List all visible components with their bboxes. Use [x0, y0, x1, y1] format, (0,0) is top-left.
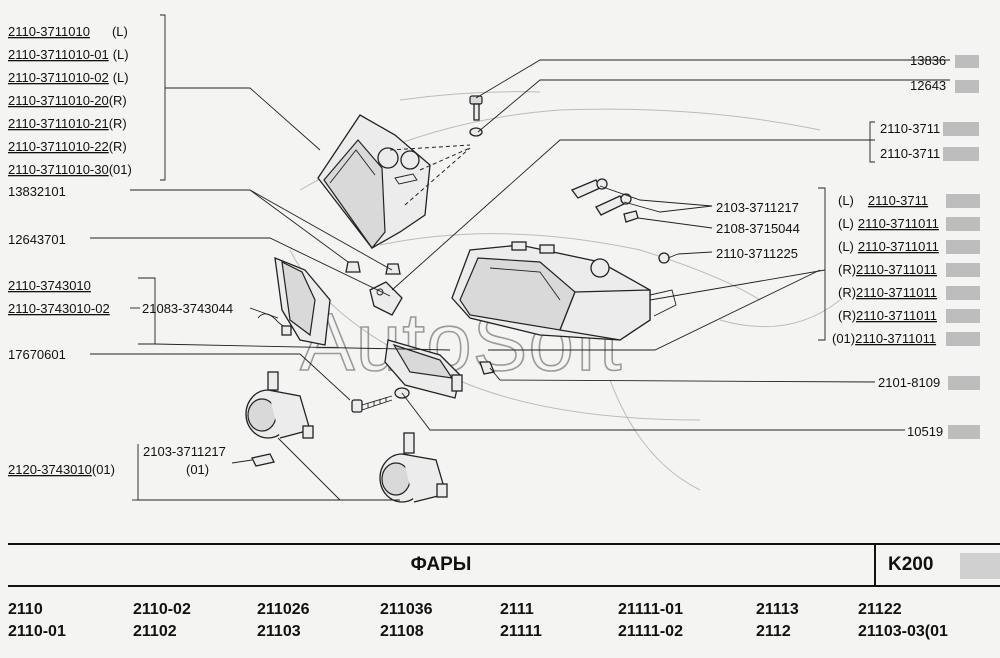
callout-right-5: (R)2110-3711011 — [838, 285, 937, 300]
label-2103-3711217-lower: 2103-3711217 — [143, 444, 226, 459]
bolt-top-drawing — [469, 95, 483, 137]
callout-right-4: (R)2110-3711011 — [838, 262, 937, 277]
model-code: 21111-01 — [618, 601, 683, 618]
leader-lines — [90, 14, 950, 501]
model-code: 2110-01 — [8, 623, 66, 640]
page-title: ФАРЫ — [410, 554, 472, 575]
label-13832101: 13832101 — [8, 184, 66, 199]
label-2110-3743010-02: 2110-3743010-02 — [8, 301, 110, 316]
model-code: 21122 — [858, 601, 902, 618]
bulbs-drawing — [570, 178, 679, 264]
headlamp-left-drawing — [317, 114, 471, 249]
model-code: 21111 — [500, 623, 542, 640]
callout-left-2: 2110-3711010-01(L) — [8, 47, 129, 62]
model-col-2: 2110-02 21102 — [133, 599, 191, 643]
round-foglamps-drawing — [245, 371, 448, 503]
callout-left-6: 2110-3711010-22(R) — [8, 139, 127, 154]
label-12643701: 12643701 — [8, 232, 66, 247]
label-right-pair-2: 2110-3711 — [880, 146, 940, 161]
model-code: 21103 — [257, 623, 301, 640]
model-code: 2112 — [756, 623, 791, 640]
page-code-mask — [960, 553, 1000, 579]
model-col-7: 21113 2112 — [756, 599, 799, 643]
label-right-pair-1: 2110-3711 — [880, 121, 940, 136]
model-col-3: 211026 21103 — [257, 599, 310, 643]
label-17670601: 17670601 — [8, 347, 66, 362]
model-code: 21102 — [133, 623, 177, 640]
title-bar: ФАРЫ K200 — [8, 543, 1000, 587]
model-code: 21111-02 — [618, 623, 683, 640]
title-separator — [874, 545, 876, 585]
model-col-8: 21122 21103-03(01 — [858, 599, 948, 643]
label-2110-3711225: 2110-3711225 — [716, 246, 798, 261]
label-right-2101-8109: 2101-8109 — [878, 375, 940, 390]
page-code: K200 — [888, 554, 934, 575]
model-code: 21108 — [380, 623, 424, 640]
label-2103-3711217: 2103-3711217 — [716, 200, 799, 215]
model-col-4: 211036 21108 — [380, 599, 433, 643]
model-code: 2111 — [500, 601, 534, 618]
callout-right-2: (L)2110-3711011 — [838, 216, 939, 231]
label-2110-3743010: 2110-3743010 — [8, 278, 91, 293]
model-code: 211036 — [380, 601, 433, 618]
callout-left-7: 2110-3711010-30(01) — [8, 162, 132, 177]
callout-right-1: (L)2110-3711 — [838, 193, 928, 208]
callout-left-4: 2110-3711010-20(R) — [8, 93, 127, 108]
label-right-10519: 10519 — [907, 424, 943, 439]
model-code: 2110-02 — [133, 601, 191, 618]
label-2108-3715044: 2108-3715044 — [716, 221, 800, 236]
label-2120-3743010: 2120-3743010(01) — [8, 462, 115, 477]
screw-drawing — [351, 387, 410, 413]
model-code: 2110 — [8, 601, 43, 618]
headlamp-right-drawing — [451, 241, 677, 341]
model-col-1: 2110 2110-01 — [8, 599, 66, 643]
label-2103-suffix: (01) — [186, 462, 209, 477]
label-right-12643: 12643 — [910, 78, 946, 93]
model-col-6: 21111-01 21111-02 — [618, 599, 683, 643]
callout-left-5: 2110-3711010-21(R) — [8, 116, 127, 131]
callout-list-right: (L)2110-3711 (L)2110-3711011 (L)2110-371… — [832, 193, 980, 346]
callout-right-3: (L)2110-3711011 — [838, 239, 939, 254]
callout-right-6: (R)2110-3711011 — [838, 308, 937, 323]
label-21083-3743044: 21083-3743044 — [142, 301, 233, 316]
callout-list-left: 2110-3711010(L) 2110-3711010-01(L) 2110-… — [8, 24, 132, 177]
model-col-5: 2111 21111 — [500, 599, 542, 643]
model-code: 211026 — [257, 601, 310, 618]
callout-right-7: (01)2110-3711011 — [832, 331, 936, 346]
callout-left-3: 2110-3711010-02(L) — [8, 70, 129, 85]
model-code: 21113 — [756, 601, 799, 618]
model-code: 21103-03(01 — [858, 623, 948, 640]
callout-left-1: 2110-3711010(L) — [8, 24, 128, 39]
bracket-drawing — [345, 261, 403, 316]
label-right-13836: 13836 — [910, 53, 946, 68]
foglamp-side-drawing — [257, 256, 331, 346]
parts-diagram: AutoSoft — [8, 14, 980, 503]
side-repeater-drawing — [384, 339, 495, 399]
